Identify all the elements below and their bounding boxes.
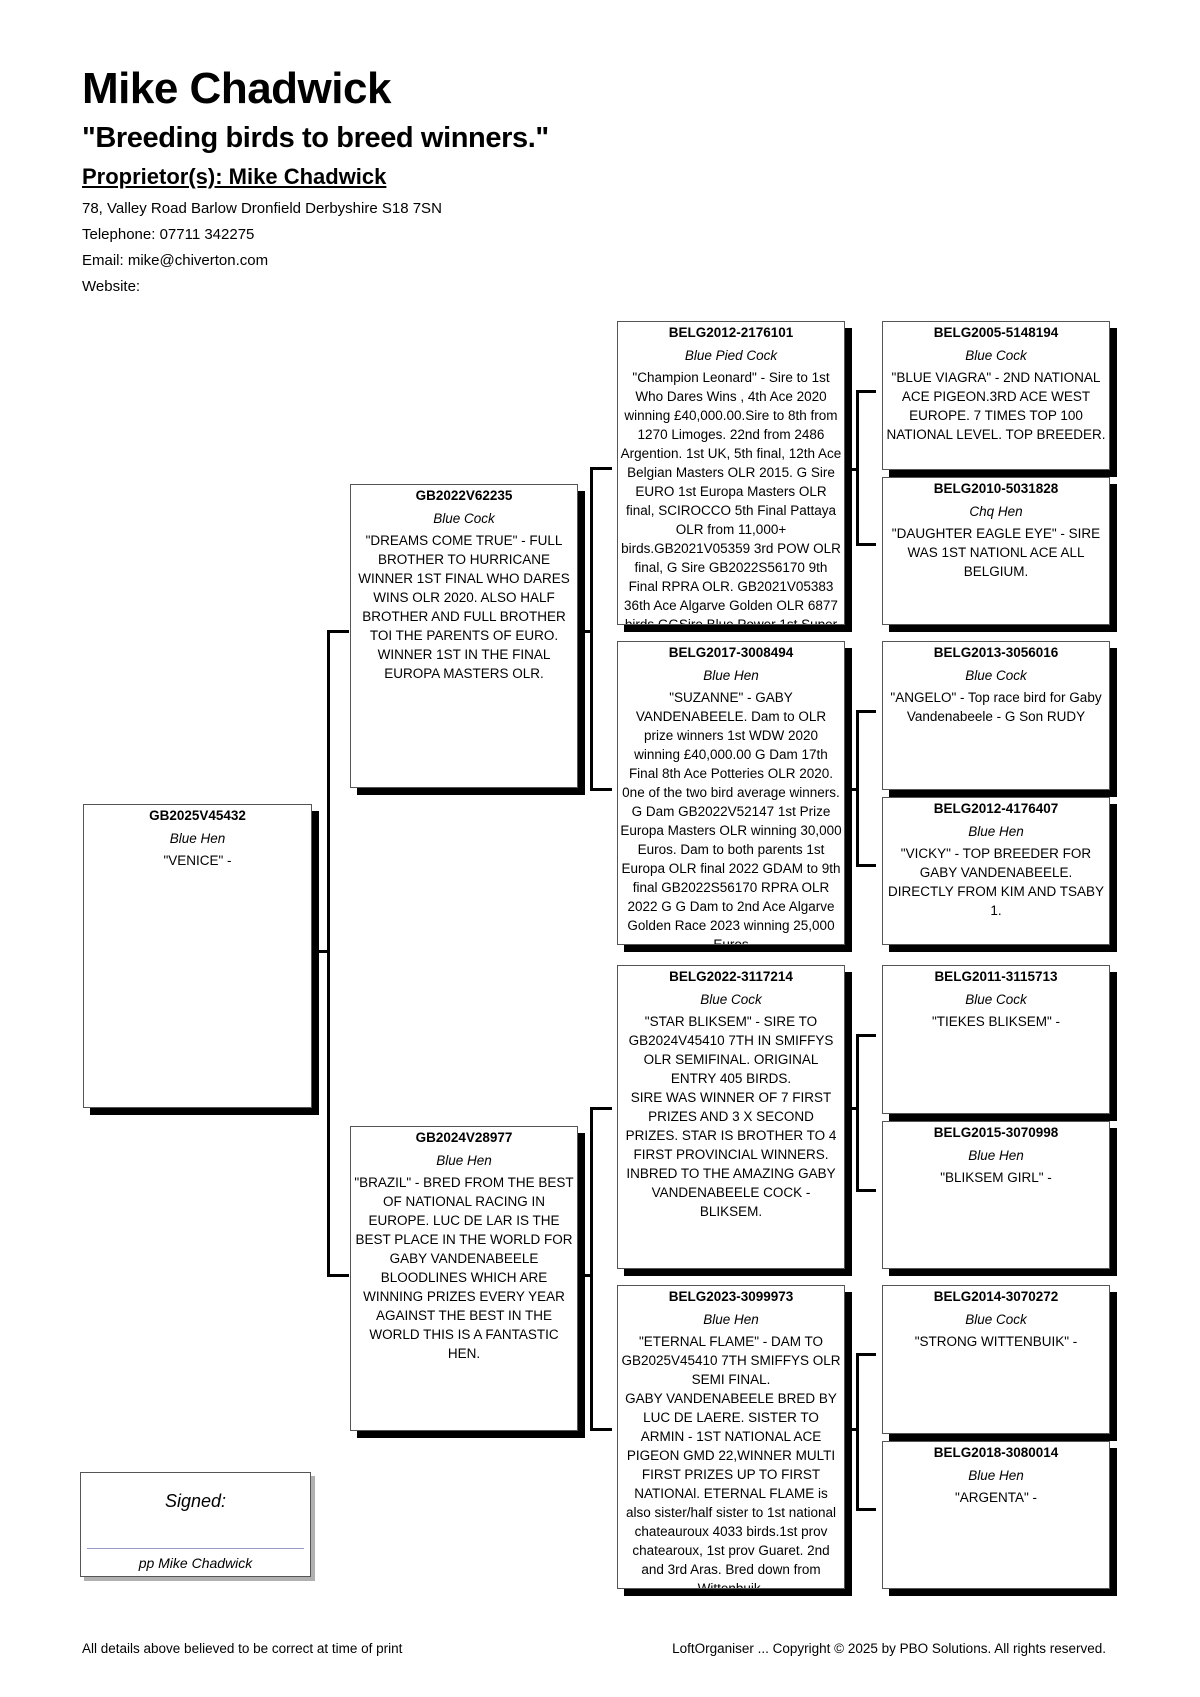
sire-dam-sire-card: BELG2013-3056016 Blue Cock "ANGELO" - To… [882,641,1110,790]
bird-color: Blue Cock [965,1312,1027,1327]
website-line: Website: [82,278,141,295]
ring-number: BELG2017-3008494 [668,645,794,660]
proprietor-line: Proprietor(s): Mike Chadwick [82,164,387,189]
bird-description: "DAUGHTER EAGLE EYE" - SIRE WAS 1ST NATI… [891,526,1101,579]
signature-box: Signed: pp Mike Chadwick [80,1472,311,1577]
signed-label: Signed: [164,1491,227,1511]
bird-color: Blue Hen [968,824,1024,839]
bird-color: Blue Cock [965,992,1027,1007]
bird-description: "VENICE" - [163,853,232,868]
bird-color: Blue Hen [703,668,759,683]
loft-motto: "Breeding birds to breed winners." [82,122,549,154]
bird-color: Blue Hen [703,1312,759,1327]
bird-description: "TIEKES BLIKSEM" - [931,1014,1061,1029]
sire-sire-sire-card: BELG2005-5148194 Blue Cock "BLUE VIAGRA"… [882,321,1110,470]
sire-card: GB2022V62235 Blue Cock "DREAMS COME TRUE… [350,484,578,788]
telephone-line: Telephone: 07711 342275 [82,226,255,243]
signatory-name: pp Mike Chadwick [138,1555,253,1571]
ring-number: GB2024V28977 [415,1130,513,1145]
bird-description: "ETERNAL FLAME" - DAM TO GB2025V45410 7T… [621,1334,841,1589]
bird-description: "DREAMS COME TRUE" - FULL BROTHER TO HUR… [358,533,570,681]
bird-description: "STRONG WITTENBUIK" - [914,1334,1078,1349]
ring-number: BELG2014-3070272 [933,1289,1059,1304]
bird-color: Blue Hen [169,831,226,846]
dam-dam-card: BELG2023-3099973 Blue Hen "ETERNAL FLAME… [617,1285,845,1589]
bird-description: "ARGENTA" - [954,1490,1038,1505]
dam-sire-sire-card: BELG2011-3115713 Blue Cock "TIEKES BLIKS… [882,965,1110,1114]
breeder-name: Mike Chadwick [82,64,391,113]
ring-number: BELG2022-3117214 [669,969,793,984]
bird-color: Blue Cock [700,992,762,1007]
bird-color: Chq Hen [969,504,1023,519]
bird-description: "BRAZIL" - BRED FROM THE BEST OF NATIONA… [354,1175,574,1361]
bird-color: Blue Cock [433,511,495,526]
footer-disclaimer: All details above believed to be correct… [82,1641,403,1656]
dam-card: GB2024V28977 Blue Hen "BRAZIL" - BRED FR… [350,1126,578,1431]
footer-copyright: LoftOrganiser ... Copyright © 2025 by PB… [672,1641,1106,1656]
bird-color: Blue Cock [965,668,1027,683]
subject-bird-card: GB2025V45432 Blue Hen "VENICE" - [83,804,312,1108]
ring-number: BELG2023-3099973 [668,1289,794,1304]
sire-sire-card: BELG2012-2176101 Blue Pied Cock "Champio… [617,321,845,625]
ring-number: BELG2010-5031828 [933,481,1059,496]
bird-description: "ANGELO" - Top race bird for Gaby Vanden… [890,690,1102,724]
dam-sire-card: BELG2022-3117214 Blue Cock "STAR BLIKSEM… [617,965,845,1269]
sire-dam-dam-card: BELG2012-4176407 Blue Hen "VICKY" - TOP … [882,797,1110,945]
email-line: Email: mike@chiverton.com [82,252,269,269]
bird-color: Blue Pied Cock [684,348,778,363]
dam-dam-sire-card: BELG2014-3070272 Blue Cock "STRONG WITTE… [882,1285,1110,1434]
ring-number: BELG2013-3056016 [933,645,1059,660]
bird-description: "BLUE VIAGRA" - 2ND NATIONAL ACE PIGEON.… [886,370,1106,442]
bird-color: Blue Cock [965,348,1027,363]
bird-description: "BLIKSEM GIRL" - [940,1170,1052,1185]
bird-color: Blue Hen [968,1468,1024,1483]
signature-line [87,1548,304,1549]
ring-number: BELG2005-5148194 [933,325,1059,340]
sire-dam-card: BELG2017-3008494 Blue Hen "SUZANNE" - GA… [617,641,845,945]
ring-number: BELG2018-3080014 [933,1445,1059,1460]
ring-number: GB2022V62235 [415,488,513,503]
bird-color: Blue Hen [968,1148,1024,1163]
ring-number: BELG2011-3115713 [934,969,1058,984]
dam-sire-dam-card: BELG2015-3070998 Blue Hen "BLIKSEM GIRL"… [882,1121,1110,1269]
bird-description: "SUZANNE" - GABY VANDENABEELE. Dam to OL… [620,690,842,945]
bird-color: Blue Hen [436,1153,492,1168]
dam-dam-dam-card: BELG2018-3080014 Blue Hen "ARGENTA" - [882,1441,1110,1589]
bird-description: "STAR BLIKSEM" - SIRE TO GB2024V45410 7T… [625,1014,837,1219]
bird-description: "VICKY" - TOP BREEDER FOR GABY VANDENABE… [887,846,1105,918]
ring-number: BELG2012-4176407 [933,801,1059,816]
ring-number: BELG2012-2176101 [668,325,794,340]
bird-description: "Champion Leonard" - Sire to 1st Who Dar… [620,370,842,625]
address-line: 78, Valley Road Barlow Dronfield Derbysh… [82,200,442,217]
sire-sire-dam-card: BELG2010-5031828 Chq Hen "DAUGHTER EAGLE… [882,477,1110,625]
ring-number: GB2025V45432 [149,808,246,823]
ring-number: BELG2015-3070998 [933,1125,1059,1140]
